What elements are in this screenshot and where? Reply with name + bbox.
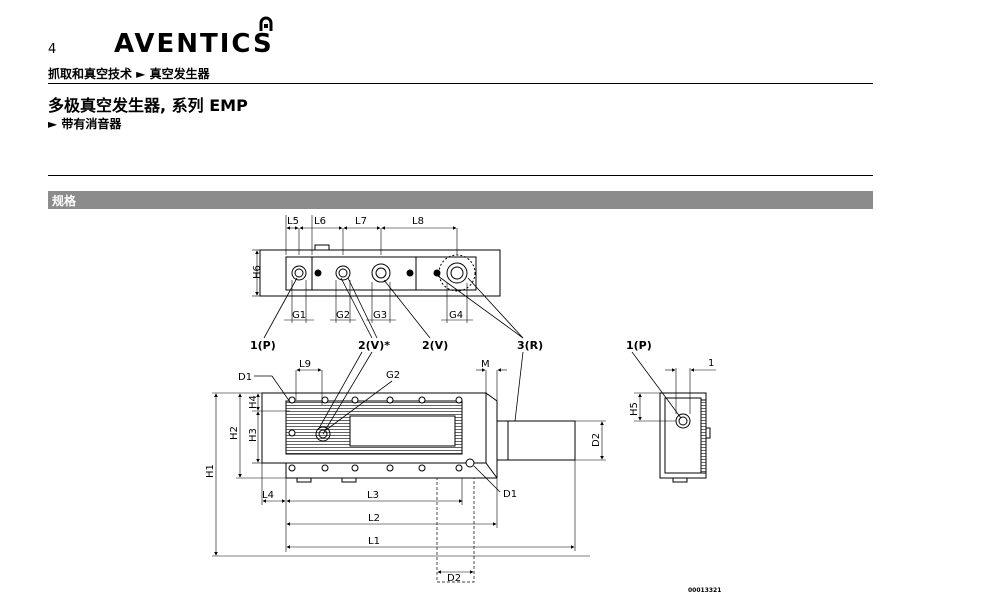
dim-l2: L2: [368, 513, 380, 524]
dim-l6: L6: [314, 216, 326, 227]
dim-g1: G1: [292, 310, 306, 321]
section-label: 规格: [52, 194, 77, 208]
page-subtitle: ► 带有消音器: [48, 117, 122, 131]
brand-logo: AVENTICS: [114, 16, 274, 59]
dim-l9: L9: [299, 359, 311, 370]
callout-3r: 3(R): [517, 339, 543, 352]
dim-h3: H3: [248, 428, 259, 442]
drawing-code: 00013321: [688, 587, 721, 594]
dim-d2-right: D2: [591, 433, 602, 447]
breadcrumb: 抓取和真空技术 ► 真空发生器: [48, 67, 210, 81]
top-view-labels: L5 L6 L7 L8 H6 G1 G2 G3 G4 1(P) 2(V)* 2(…: [250, 216, 652, 352]
side-view-labels: H5 1: [629, 358, 714, 416]
dim-l4: L4: [262, 490, 274, 501]
dim-l8: L8: [412, 216, 424, 227]
dim-l7: L7: [355, 216, 367, 227]
label-d1-top: D1: [238, 372, 252, 383]
dim-g4: G4: [449, 310, 463, 321]
dim-l5: L5: [287, 216, 299, 227]
dim-h1: H1: [205, 464, 216, 478]
section-bar: 规格: [48, 191, 873, 209]
callout-2v: 2(V): [422, 339, 448, 352]
label-g2: G2: [386, 370, 400, 381]
dim-l1: L1: [368, 536, 380, 547]
callout-1p: 1(P): [250, 339, 276, 352]
dim-h5: H5: [629, 402, 640, 416]
dim-d2-bottom: D2: [447, 573, 461, 584]
header-rule: [48, 83, 873, 84]
dim-h2: H2: [229, 426, 240, 440]
page-title: 多极真空发生器, 系列 EMP: [48, 96, 248, 115]
dim-h4: H4: [248, 395, 259, 409]
section-rule: [48, 175, 873, 176]
callout-1p-side: 1(P): [626, 339, 652, 352]
front-view: [212, 351, 606, 583]
label-d1-bottom: D1: [503, 489, 517, 500]
dim-1: 1: [708, 358, 714, 369]
top-view: [252, 215, 524, 339]
dim-h6: H6: [252, 265, 263, 279]
brand-mark-icon: [259, 16, 273, 31]
side-view: [631, 351, 716, 483]
dim-l3: L3: [367, 490, 379, 501]
dim-m: M: [481, 359, 490, 370]
page-number: 4: [48, 42, 57, 57]
brand-name: AVENTICS: [114, 29, 274, 59]
dim-g2: G2: [336, 310, 350, 321]
dim-g3: G3: [373, 310, 387, 321]
callout-2v-star: 2(V)*: [358, 339, 390, 352]
front-view-labels: D1 L9 G2 M H4 H3 H2 H1 D2 D1 L4 L3 L2 L1…: [205, 359, 602, 584]
